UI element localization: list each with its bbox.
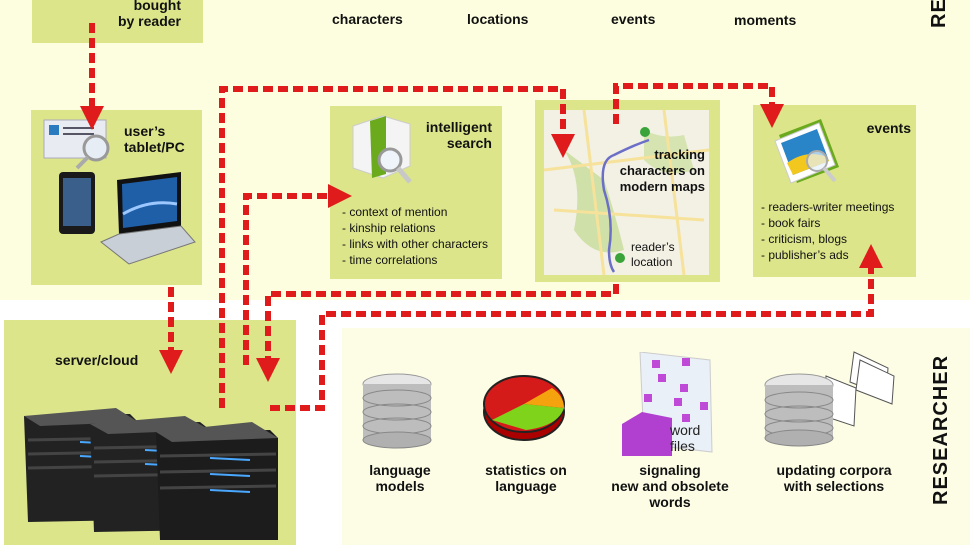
item-label-line1: signaling [639,462,701,478]
events-list: - readers-writer meetings - book fairs -… [761,199,894,263]
item-label-line2: new and obsolete [611,478,729,494]
list-item: - criticism, blogs [761,232,848,246]
server-cloud-box: server/cloud [4,320,296,545]
reader-section-label: RE [928,0,950,28]
readers-location-label: reader’s location [631,240,675,270]
device-label: user’s tablet/PC [124,123,185,155]
top-label-events: events [611,11,656,27]
item-label-line3: words [649,494,691,510]
item-label-line2: with selections [783,478,885,494]
location-label-line1: reader’s [631,240,675,254]
search-features-list: - context of mention - kinship relations… [342,204,488,268]
list-item: - time correlations [342,253,438,267]
word-files-label-line1: word [670,422,701,438]
item-label-line1: language [369,462,431,478]
devices-icon [43,119,196,265]
search-title-line2: search [446,135,492,151]
database-icon [362,373,432,449]
search-title-line1: intelligent [425,119,492,135]
photos-icon [774,119,839,184]
item-label-line2: models [375,478,425,494]
events-box: events - readers-writer meetings - book … [753,105,916,277]
device-label-line1: user’s [124,123,166,139]
map-tracking-box: tracking characters on modern maps reade… [535,100,720,282]
corpora-update-icon [764,351,895,447]
item-label-line2: language [495,478,557,494]
top-label-locations: locations [467,11,529,27]
word-files-label: word files [670,422,700,454]
book-bought-box: bought by reader [32,0,203,43]
list-item: - kinship relations [342,221,436,235]
search-cube-icon [352,115,412,184]
map-title-line3: modern maps [619,179,705,194]
search-title: intelligent search [426,119,492,151]
list-item: - context of mention [342,205,448,219]
pie-chart-icon [483,375,565,441]
researcher-item-language-models: language models [352,462,448,494]
top-label-characters: characters [332,11,403,27]
list-item: - readers-writer meetings [761,200,895,214]
item-label-line1: updating corpora [776,462,892,478]
item-label-line1: statistics on [485,462,567,478]
list-item: - publisher’s ads [761,248,849,262]
events-title: events [866,120,911,136]
book-label-line1: bought [133,0,181,13]
map-title: tracking characters on modern maps [620,147,705,195]
top-label-moments: moments [734,12,797,28]
researcher-section-label: RESEARCHER [930,354,952,505]
list-item: - links with other characters [342,237,489,251]
user-device-box: user’s tablet/PC [31,110,202,285]
researcher-item-signaling-words: signaling new and obsolete words [600,462,740,510]
intelligent-search-box: intelligent search - context of mention … [330,106,502,279]
location-label-line2: location [631,255,673,269]
word-files-label-line2: files [670,438,695,454]
server-label: server/cloud [55,352,139,368]
book-label-line2: by reader [117,13,181,29]
map-title-line1: tracking [654,147,705,162]
researcher-item-updating-corpora: updating corpora with selections [762,462,906,494]
section-divider [0,300,970,318]
device-label-line2: tablet/PC [124,139,185,155]
book-label: bought by reader [118,0,181,29]
list-item: - book fairs [761,216,821,230]
servers-icon [24,408,278,540]
researcher-item-statistics: statistics on language [470,462,582,494]
map-title-line2: characters on [619,163,705,178]
